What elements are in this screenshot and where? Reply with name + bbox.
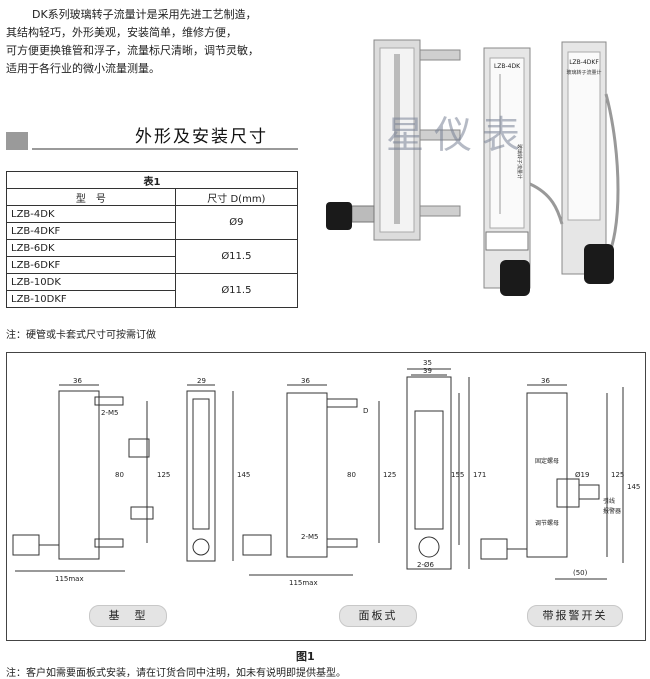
photo-label-4dk-sub: 玻璃转子流量计 xyxy=(516,144,523,179)
intro-line: DK系列玻璃转子流量计是采用先进工艺制造， xyxy=(32,8,257,21)
intro-line: 其结构轻巧，外形美观，安装简单，维修方便， xyxy=(6,26,237,39)
meter-lzb-4dk: LZB-4DK 玻璃转子流量计 xyxy=(483,47,531,296)
dim-label: 39 xyxy=(423,367,432,375)
section-title: 外形及安装尺寸 xyxy=(135,127,268,147)
dim-label: (50) xyxy=(573,569,588,577)
table-cell-model: LZB-4DKF xyxy=(6,222,176,240)
intro-line: 可方便更换锥管和浮子，流量标尺清晰，调节灵敏， xyxy=(6,44,259,57)
dim-label: 2-M5 xyxy=(301,533,318,541)
dim-label: 171 xyxy=(473,471,486,479)
meter-base-type xyxy=(326,39,461,241)
dim-label: 29 xyxy=(197,377,206,385)
callout-label: 报警器 xyxy=(603,507,621,515)
dim-label: D xyxy=(363,407,368,415)
dim-label: 36 xyxy=(301,377,310,385)
intro-paragraph: DK系列玻璃转子流量计是采用先进工艺制造， 其结构轻巧，外形美观，安装简单，维修… xyxy=(6,6,296,78)
dim-label: 125 xyxy=(157,471,170,479)
dim-label: 145 xyxy=(237,471,250,479)
callout-label: 引线 xyxy=(603,497,615,505)
photo-label-4dk: LZB-4DK xyxy=(494,63,521,70)
table-cell-dim: Ø11.5 xyxy=(174,239,299,274)
dim-label: 36 xyxy=(541,377,550,385)
dim-label: 35 xyxy=(423,359,432,367)
intro-line: 适用于各行业的微小流量测量。 xyxy=(6,62,160,75)
section-rule xyxy=(32,148,298,150)
table-caption: 表1 xyxy=(6,171,298,189)
dim-label: 145 xyxy=(627,483,640,491)
callout-label: 调节螺母 xyxy=(535,519,559,527)
view-label-alarm: 带报警开关 xyxy=(527,605,623,627)
dim-label: 2-Ø6 xyxy=(417,561,434,569)
dim-label: 115max xyxy=(289,579,318,587)
photo-label-4dkf: LZB-4DKF xyxy=(569,59,599,66)
photo-label-4dkf-sub: 玻璃转子流量计 xyxy=(566,69,601,76)
dim-label: 36 xyxy=(73,377,82,385)
dim-label: 80 xyxy=(347,471,356,479)
table-cell-model: LZB-10DK xyxy=(6,273,176,291)
section-header-bar xyxy=(6,132,298,152)
watermark: 星仪表 xyxy=(386,113,531,157)
bottom-note: 注：客户如需要面板式安装，请在订货合同中注明，如未有说明即提供基型。 xyxy=(6,668,346,679)
table-cell-dim: Ø11.5 xyxy=(174,273,299,308)
table-header-dim: 尺寸 D(mm) xyxy=(174,188,299,206)
spec-table: 表1 型 号 尺寸 D(mm) LZB-4DK Ø9 LZB-4DKF LZB-… xyxy=(6,171,299,308)
callout-label: 固定螺母 xyxy=(535,457,559,465)
meter-lzb-4dkf: LZB-4DKF 玻璃转子流量计 xyxy=(529,41,620,284)
dim-label: 155 xyxy=(451,471,464,479)
table-cell-model: LZB-4DK xyxy=(6,205,176,223)
figure-box: 36 2-M5 80 125 115max 29 145 36 D 80 125… xyxy=(6,352,646,641)
dim-label: 80 xyxy=(115,471,124,479)
dim-label: 125 xyxy=(611,471,624,479)
section-marker xyxy=(6,132,28,150)
technical-drawing: 36 2-M5 80 125 115max 29 145 36 D 80 125… xyxy=(12,359,640,587)
table-cell-model: LZB-10DKF xyxy=(6,290,176,308)
view-label-panel: 面板式 xyxy=(339,605,417,627)
view-label-base: 基 型 xyxy=(89,605,167,627)
table-cell-model: LZB-6DK xyxy=(6,239,176,257)
dim-label: 115max xyxy=(55,575,84,583)
dim-label: Ø19 xyxy=(575,471,589,479)
table-header-model: 型 号 xyxy=(6,188,176,206)
table-cell-dim: Ø9 xyxy=(174,205,299,240)
table-note: 注：硬管或卡套式尺寸可按需订做 xyxy=(6,330,156,341)
dim-label: 125 xyxy=(383,471,396,479)
table-cell-model: LZB-6DKF xyxy=(6,256,176,274)
figure-label: 图1 xyxy=(296,650,315,663)
product-photo: LZB-4DK 玻璃转子流量计 LZB-4DKF 玻璃转子流量计 xyxy=(326,39,620,296)
dim-label: 2-M5 xyxy=(101,409,118,417)
